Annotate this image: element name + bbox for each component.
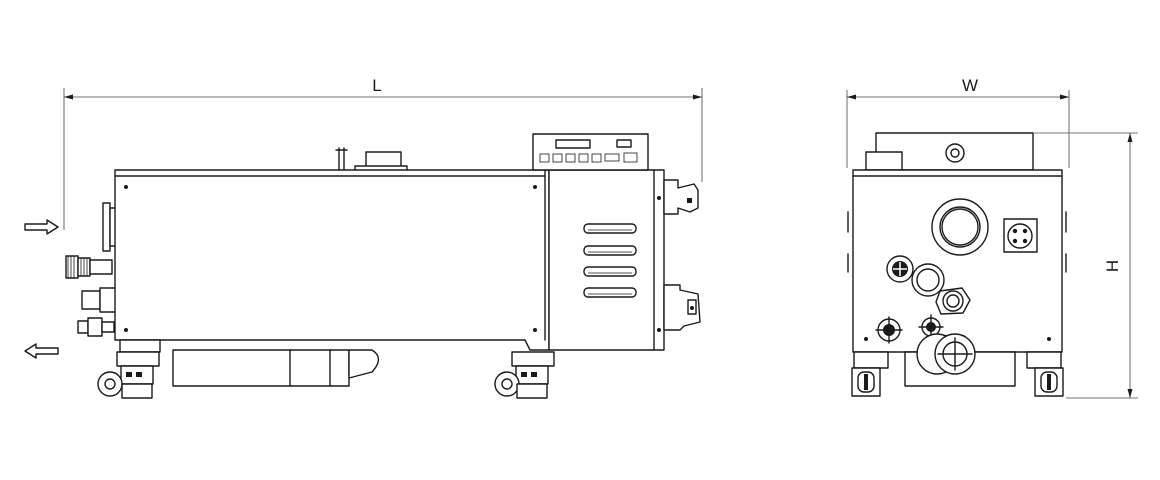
height-dimension: H: [1034, 132, 1138, 399]
top-right-bracket: [663, 179, 699, 215]
inlet-arrow-icon: [24, 219, 59, 235]
front-right-caster: [1026, 351, 1064, 397]
front-left-caster: [851, 351, 889, 397]
front-view: W H: [846, 76, 1138, 399]
outlet-arrow-icon: [24, 343, 59, 359]
length-dimension: L: [63, 76, 703, 230]
right-caster: [494, 351, 555, 399]
side-view: L: [24, 76, 703, 399]
main-body: [114, 169, 550, 351]
inlet-connector: [65, 255, 113, 279]
control-panel: [532, 133, 649, 171]
width-dimension: W: [846, 76, 1070, 168]
motor-housing: [548, 169, 665, 351]
front-electrical-connector: [1003, 218, 1038, 253]
length-label: L: [372, 76, 381, 95]
width-label: W: [962, 76, 978, 95]
front-inlet-port: [931, 198, 989, 256]
front-fitting-4: [875, 316, 903, 344]
drain-fitting: [77, 317, 115, 337]
lower-tank: [119, 339, 380, 387]
exhaust-fitting: [81, 287, 117, 313]
lifting-handle: [335, 147, 348, 171]
vent-slots: [583, 223, 637, 298]
front-outlet-port: [904, 333, 1016, 387]
right-connector: [663, 284, 701, 331]
front-fitting-3: [935, 287, 971, 315]
front-fitting-1: [886, 255, 914, 283]
front-fitting-2: [911, 263, 945, 297]
left-caster: [97, 351, 160, 399]
top-port: [354, 151, 408, 173]
front-top-housing: [865, 132, 1034, 171]
height-label: H: [1103, 260, 1122, 272]
